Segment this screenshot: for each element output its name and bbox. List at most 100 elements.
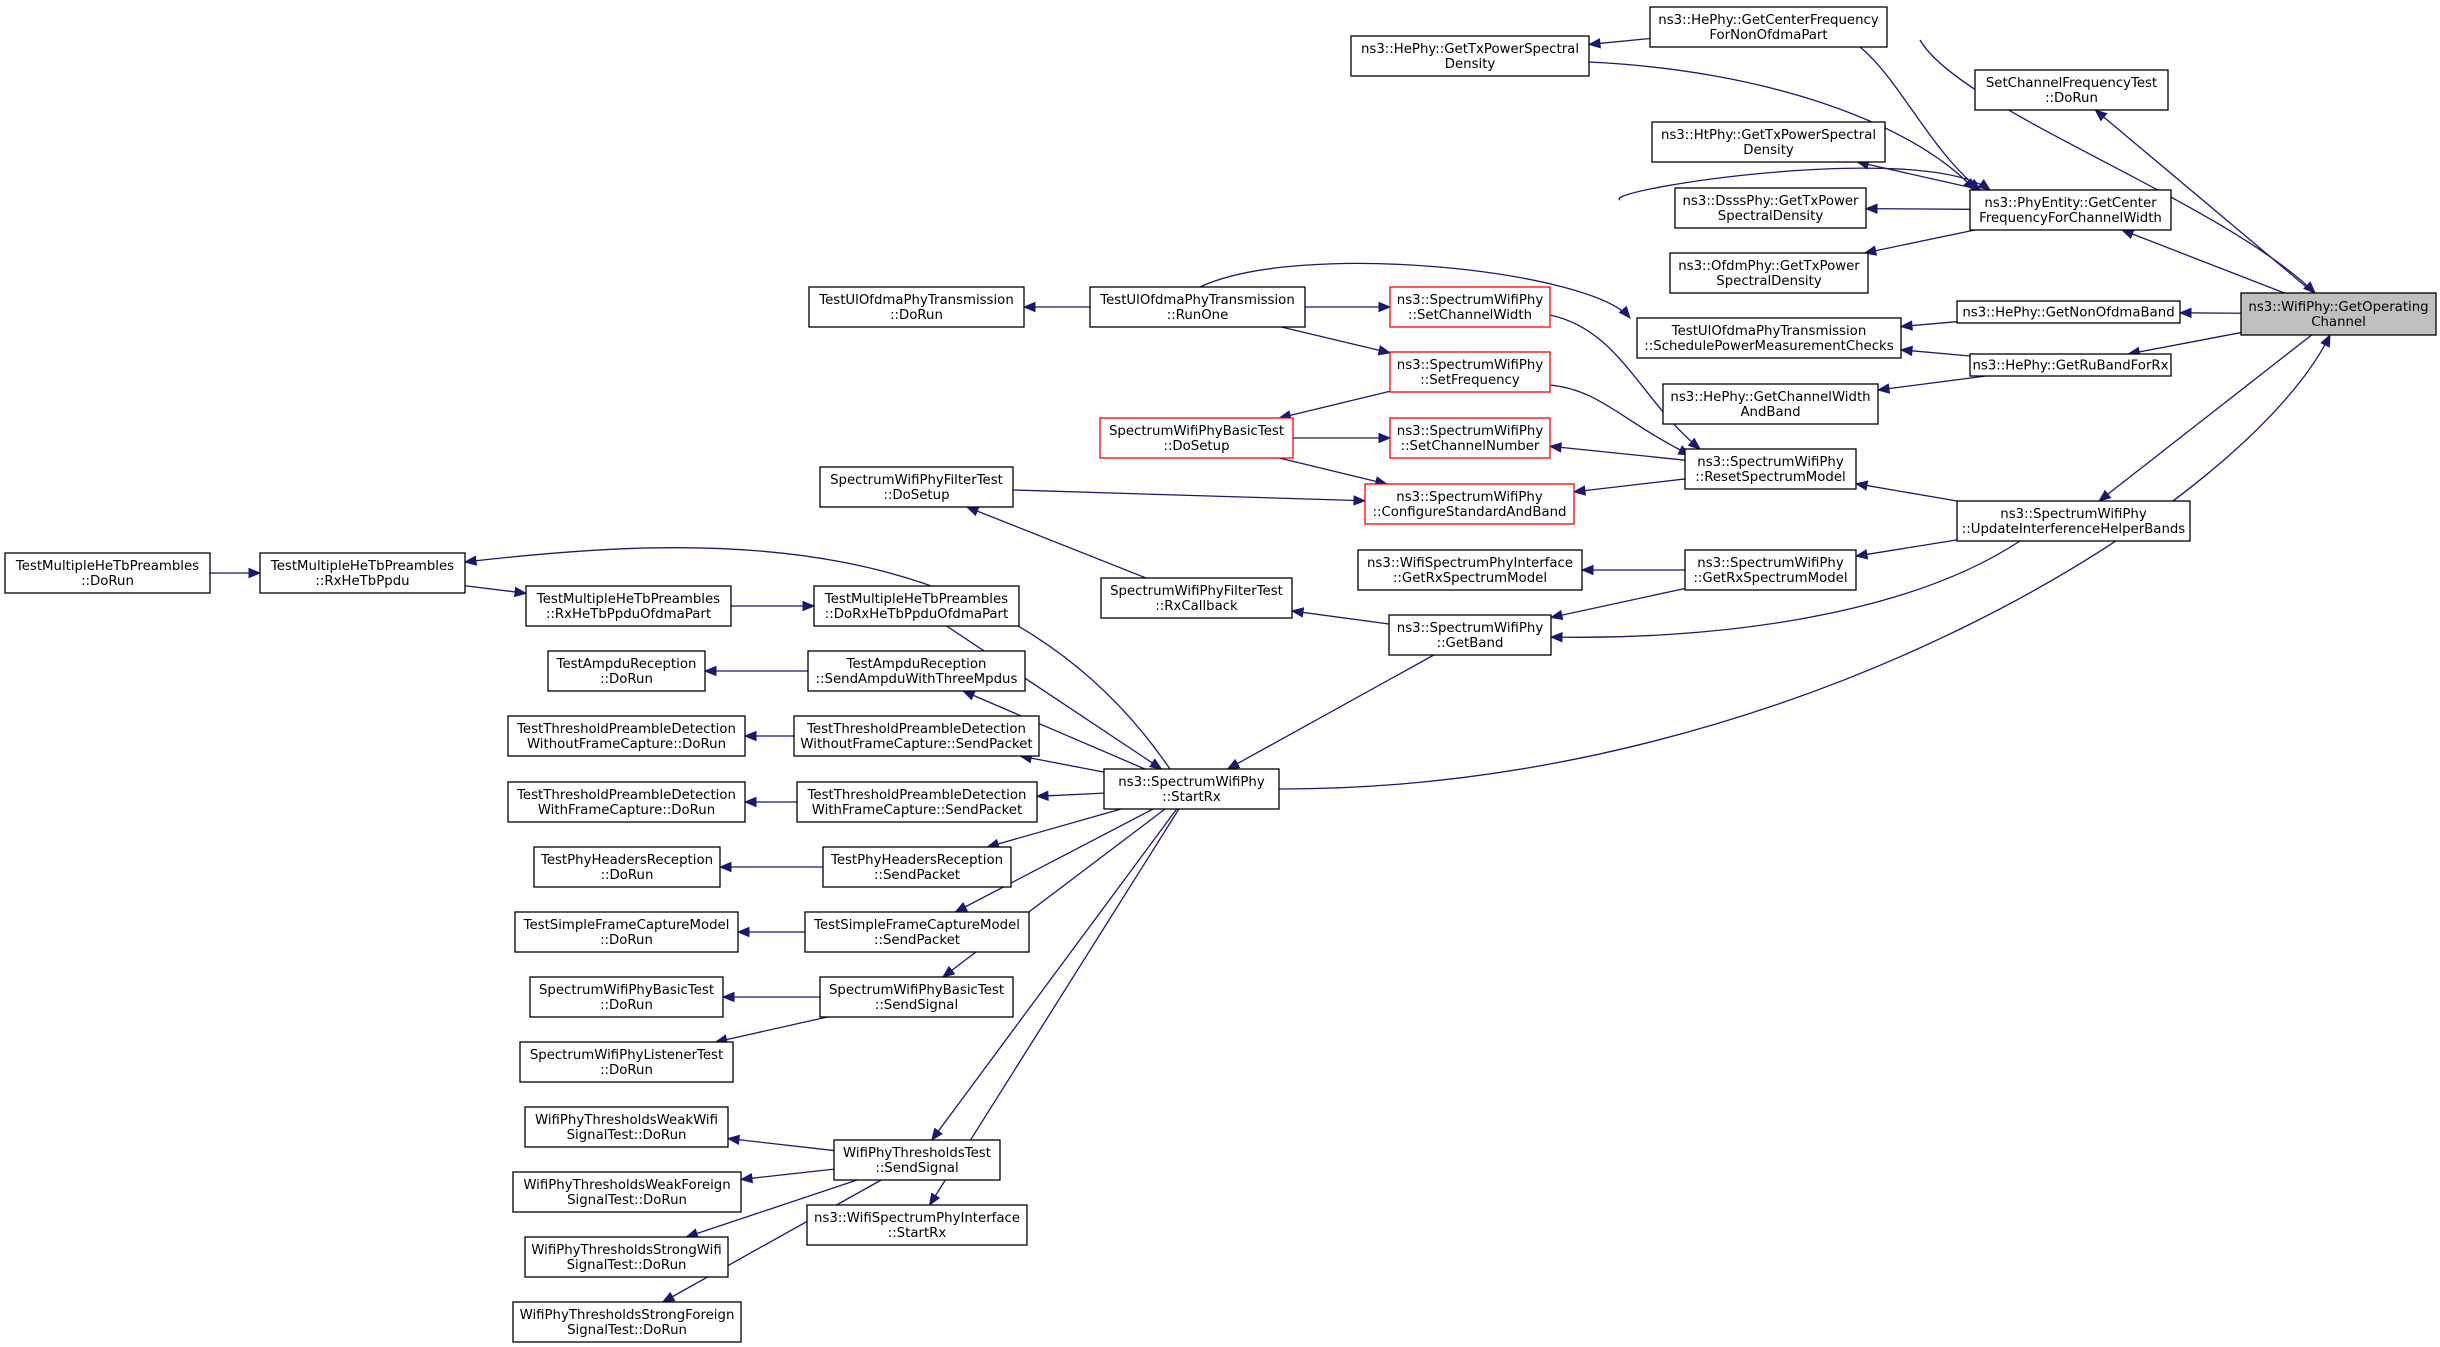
node-box[interactable] (1357, 549, 1583, 591)
node-box[interactable] (1350, 35, 1590, 77)
node-box[interactable] (519, 1041, 734, 1083)
node-box[interactable] (514, 911, 739, 953)
node-box[interactable] (1388, 614, 1552, 656)
node-box[interactable] (793, 715, 1040, 757)
node-box[interactable] (1100, 577, 1293, 619)
node-wpt-weakforeign[interactable]: WifiPhyThresholdsWeakForeignSignalTest::… (512, 1171, 742, 1213)
node-phyhdr-send[interactable]: TestPhyHeadersReception::SendPacket (822, 846, 1012, 888)
node-box[interactable] (833, 1139, 1001, 1181)
node-swsi-getrxsm[interactable]: ns3::WifiSpectrumPhyInterface::GetRxSpec… (1357, 549, 1583, 591)
node-hephy-nonofdma[interactable]: ns3::HePhy::GetNonOfdmaBand (1956, 300, 2181, 324)
node-box[interactable] (1974, 69, 2169, 111)
node-box[interactable] (1089, 286, 1306, 328)
node-swpfilter-dosetup[interactable]: SpectrumWifiPhyFilterTest::DoSetup (819, 466, 1014, 508)
node-swsi-startrx[interactable]: ns3::WifiSpectrumPhyInterface::StartRx (806, 1204, 1028, 1246)
node-wpt-strongforeign[interactable]: WifiPhyThresholdsStrongForeignSignalTest… (512, 1301, 742, 1343)
node-box[interactable] (547, 650, 706, 692)
node-box[interactable] (2240, 292, 2437, 336)
node-swpbasic-dorun[interactable]: SpectrumWifiPhyBasicTest::DoRun (529, 976, 724, 1018)
node-ulofdma-sched[interactable]: TestUlOfdmaPhyTransmission::SchedulePowe… (1636, 317, 1902, 359)
node-box[interactable] (1669, 252, 1869, 294)
node-phyhdr-dorun[interactable]: TestPhyHeadersReception::DoRun (533, 846, 721, 888)
node-wpt-strongwifi[interactable]: WifiPhyThresholdsStrongWifiSignalTest::D… (524, 1236, 729, 1278)
node-box[interactable] (804, 911, 1030, 953)
node-swp-setfreq[interactable]: ns3::SpectrumWifiPhy::SetFrequency (1389, 351, 1551, 393)
node-tpd-w-send[interactable]: TestThresholdPreambleDetectionWithFrameC… (796, 781, 1038, 823)
node-box[interactable] (1662, 383, 1879, 425)
node-tpd-wo-dorun[interactable]: TestThresholdPreambleDetectionWithoutFra… (507, 715, 746, 757)
node-wpt-weakwifi[interactable]: WifiPhyThresholdsWeakWifiSignalTest::DoR… (524, 1106, 729, 1148)
node-swp-startrx[interactable]: ns3::SpectrumWifiPhy::StartRx (1103, 768, 1280, 810)
node-tpd-wo-send[interactable]: TestThresholdPreambleDetectionWithoutFra… (793, 715, 1040, 757)
node-box[interactable] (1649, 6, 1888, 48)
node-wpt-send[interactable]: WifiPhyThresholdsTest::SendSignal (833, 1139, 1001, 1181)
node-box[interactable] (1956, 300, 2181, 324)
node-swp-getband[interactable]: ns3::SpectrumWifiPhy::GetBand (1388, 614, 1552, 656)
node-mhetb-dorun[interactable]: TestMultipleHeTbPreambles::DoRun (4, 552, 211, 594)
node-box[interactable] (813, 585, 1020, 627)
node-mhetb-rxppdu[interactable]: TestMultipleHeTbPreambles::RxHeTbPpdu (259, 552, 466, 594)
node-box[interactable] (1956, 500, 2191, 542)
node-swp-resetsm[interactable]: ns3::SpectrumWifiPhy::ResetSpectrumModel (1684, 448, 1857, 490)
node-tpd-w-dorun[interactable]: TestThresholdPreambleDetectionWithFrameC… (507, 781, 746, 823)
node-box[interactable] (1684, 549, 1857, 591)
node-pe-getcenter[interactable]: ns3::PhyEntity::GetCenterFrequencyForCha… (1969, 189, 2172, 231)
node-box[interactable] (524, 1236, 729, 1278)
node-hephy-ruband[interactable]: ns3::HePhy::GetRuBandForRx (1969, 353, 2172, 377)
node-swp-cfgstd[interactable]: ns3::SpectrumWifiPhy::ConfigureStandardA… (1364, 483, 1575, 525)
node-swpbasic-send[interactable]: SpectrumWifiPhyBasicTest::SendSignal (819, 976, 1014, 1018)
node-box[interactable] (819, 976, 1014, 1018)
node-swp-setcw[interactable]: ns3::SpectrumWifiPhy::SetChannelWidth (1389, 286, 1551, 328)
node-box[interactable] (529, 976, 724, 1018)
node-swp-updint[interactable]: ns3::SpectrumWifiPhy::UpdateInterference… (1956, 500, 2191, 542)
node-box[interactable] (507, 715, 746, 757)
node-swpbasic-dosetup[interactable]: SpectrumWifiPhyBasicTest::DoSetup (1099, 417, 1294, 459)
node-swplisten-dorun[interactable]: SpectrumWifiPhyListenerTest::DoRun (519, 1041, 734, 1083)
node-box[interactable] (1389, 286, 1551, 328)
node-mhetb-dorxofdma[interactable]: TestMultipleHeTbPreambles::DoRxHeTbPpduO… (813, 585, 1020, 627)
node-box[interactable] (1099, 417, 1294, 459)
node-box[interactable] (1969, 189, 2172, 231)
node-ampdu-dorun[interactable]: TestAmpduReception::DoRun (547, 650, 706, 692)
node-box[interactable] (822, 846, 1012, 888)
node-box[interactable] (524, 1106, 729, 1148)
node-mhetb-rxofdma[interactable]: TestMultipleHeTbPreambles::RxHeTbPpduOfd… (525, 585, 732, 627)
node-box[interactable] (796, 781, 1038, 823)
node-box[interactable] (806, 1204, 1028, 1246)
node-box[interactable] (1651, 121, 1886, 163)
node-sfc-send[interactable]: TestSimpleFrameCaptureModel::SendPacket (804, 911, 1030, 953)
node-box[interactable] (4, 552, 211, 594)
node-box[interactable] (807, 650, 1026, 692)
node-box[interactable] (512, 1171, 742, 1213)
node-box[interactable] (1389, 417, 1551, 459)
node-setchan-dorun[interactable]: SetChannelFrequencyTest::DoRun (1974, 69, 2169, 111)
node-ulofdma-dorun[interactable]: TestUlOfdmaPhyTransmission::DoRun (808, 286, 1025, 328)
node-box[interactable] (525, 585, 732, 627)
node-box[interactable] (507, 781, 746, 823)
node-box[interactable] (808, 286, 1025, 328)
node-swp-setchnum[interactable]: ns3::SpectrumWifiPhy::SetChannelNumber (1389, 417, 1551, 459)
node-sfc-dorun[interactable]: TestSimpleFrameCaptureModel::DoRun (514, 911, 739, 953)
node-ampdu-send3[interactable]: TestAmpduReception::SendAmpduWithThreeMp… (807, 650, 1026, 692)
node-box[interactable] (819, 466, 1014, 508)
node-box[interactable] (259, 552, 466, 594)
node-swpfilter-rxcb[interactable]: SpectrumWifiPhyFilterTest::RxCallback (1100, 577, 1293, 619)
node-box[interactable] (533, 846, 721, 888)
node-ulofdma-runone[interactable]: TestUlOfdmaPhyTransmission::RunOne (1089, 286, 1306, 328)
node-swp-getrxsm[interactable]: ns3::SpectrumWifiPhy::GetRxSpectrumModel (1684, 549, 1857, 591)
node-box[interactable] (1969, 353, 2172, 377)
node-hephy-cfnon[interactable]: ns3::HePhy::GetCenterFrequencyForNonOfdm… (1649, 6, 1888, 48)
node-box[interactable] (1103, 768, 1280, 810)
node-box[interactable] (1684, 448, 1857, 490)
node-box[interactable] (512, 1301, 742, 1343)
node-box[interactable] (1364, 483, 1575, 525)
node-box[interactable] (1636, 317, 1902, 359)
node-box[interactable] (1674, 187, 1867, 229)
node-box[interactable] (1389, 351, 1551, 393)
